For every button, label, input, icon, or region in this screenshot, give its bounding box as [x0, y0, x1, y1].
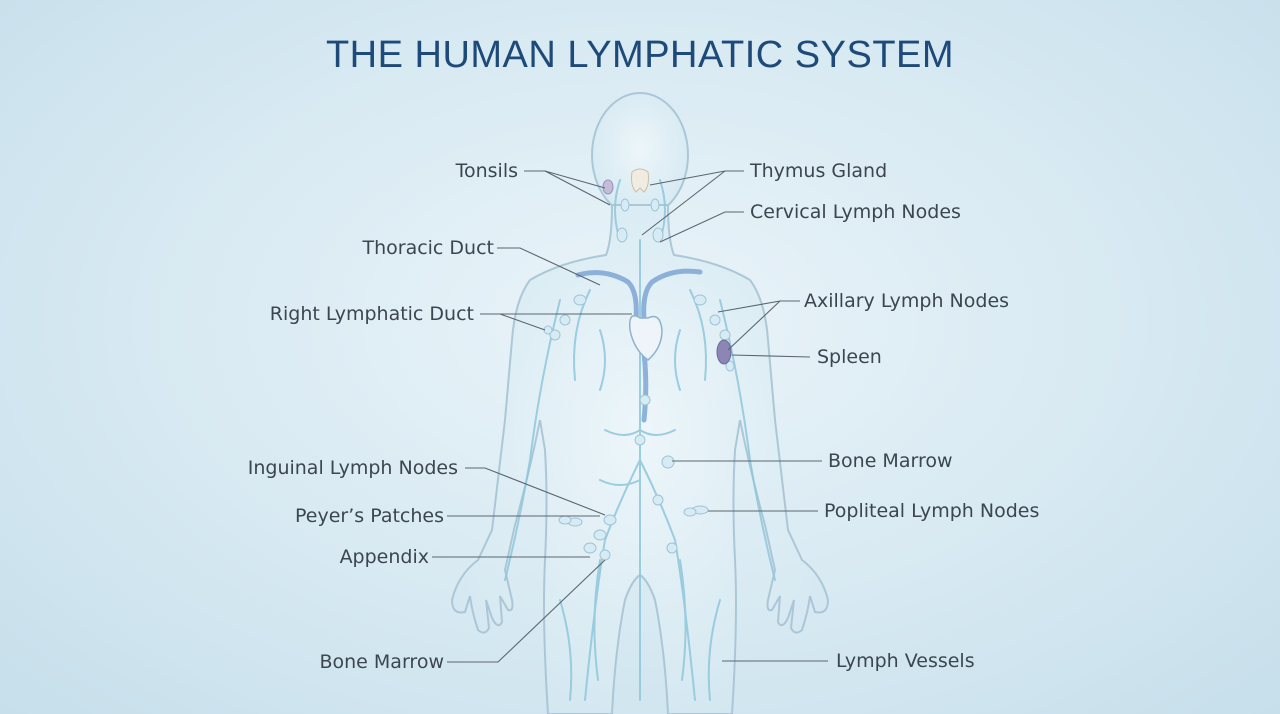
label-spleen: Spleen [817, 346, 882, 368]
label-thoracic-duct: Thoracic Duct [362, 237, 494, 259]
lymph-nodes [543, 198, 735, 561]
label-appendix: Appendix [339, 546, 429, 568]
label-tonsils: Tonsils [455, 160, 518, 182]
leader-thymus [641, 170, 744, 236]
leader-bone-marrow-left [447, 559, 606, 663]
leader-right-lymphatic-duct [480, 313, 632, 331]
label-lymph-vessels: Lymph Vessels [836, 650, 975, 672]
head-outline [591, 92, 689, 218]
leader-axillary [717, 300, 800, 351]
label-axillary-lymph-nodes: Axillary Lymph Nodes [804, 290, 1010, 312]
leader-cervical [659, 211, 744, 243]
label-inguinal-lymph-nodes: Inguinal Lymph Nodes [247, 457, 458, 479]
diagram-title: THE HUMAN LYMPHATIC SYSTEM [325, 34, 955, 76]
leader-lines [432, 170, 828, 663]
label-cervical-lymph-nodes: Cervical Lymph Nodes [750, 201, 961, 223]
leader-tonsils [524, 170, 611, 206]
label-right-lymphatic-duct: Right Lymphatic Duct [269, 303, 474, 325]
label-bone-marrow-right: Bone Marrow [828, 450, 953, 472]
thymus-organ [631, 168, 649, 193]
label-thymus-gland: Thymus Gland [750, 160, 888, 182]
label-popliteal-lymph-nodes: Popliteal Lymph Nodes [824, 500, 1040, 522]
organs [602, 168, 732, 365]
label-peyers-patches: Peyer’s Patches [295, 505, 444, 527]
leader-thoracic-duct [497, 247, 601, 286]
tonsil-organ [602, 179, 614, 195]
leader-spleen [731, 354, 811, 358]
leader-inguinal [465, 467, 606, 516]
label-bone-marrow-left: Bone Marrow [319, 651, 444, 673]
heart-organ [628, 315, 663, 361]
spleen-organ [716, 339, 732, 365]
